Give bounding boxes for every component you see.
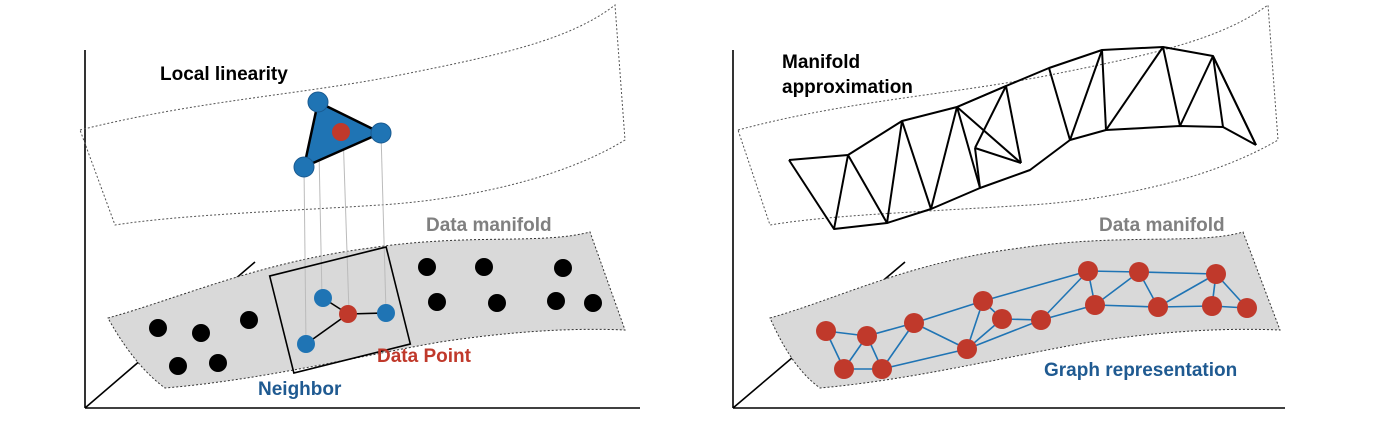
right-manifold-label: Data manifold [1099,215,1225,236]
left-data-manifold [107,231,626,389]
neighbor-point [377,304,395,322]
right-data-manifold [769,231,1281,389]
triangle-mesh [788,46,1257,230]
triangle-vertex-neighbor [307,91,329,113]
manifold-approx-label-line2: approximation [782,77,913,98]
graph-representation-label: Graph representation [1044,360,1237,381]
local-linearity-label: Local linearity [160,64,288,85]
triangle-vertex-neighbor [293,156,315,178]
neighbor-point [297,335,315,353]
left-panel: Local linearity Data manifold Neighbor D… [79,4,640,409]
left-tangent-sheet [79,4,626,226]
neighbor-label: Neighbor [258,379,342,400]
neighborhood-box [268,246,412,374]
data-point [339,305,357,323]
data-point-label: Data Point [377,346,472,367]
left-manifold-label: Data manifold [426,215,552,236]
manifold-approx-label-line1: Manifold [782,52,860,73]
right-approximation-sheet [737,4,1279,226]
neighbor-point [314,289,332,307]
graph-nodes [816,261,1257,379]
black-data-points [149,258,602,375]
triangle-data-point [332,123,350,141]
right-panel: Manifold approximation Data manifold Gra… [732,4,1285,409]
triangle-vertex-neighbor [370,122,392,144]
